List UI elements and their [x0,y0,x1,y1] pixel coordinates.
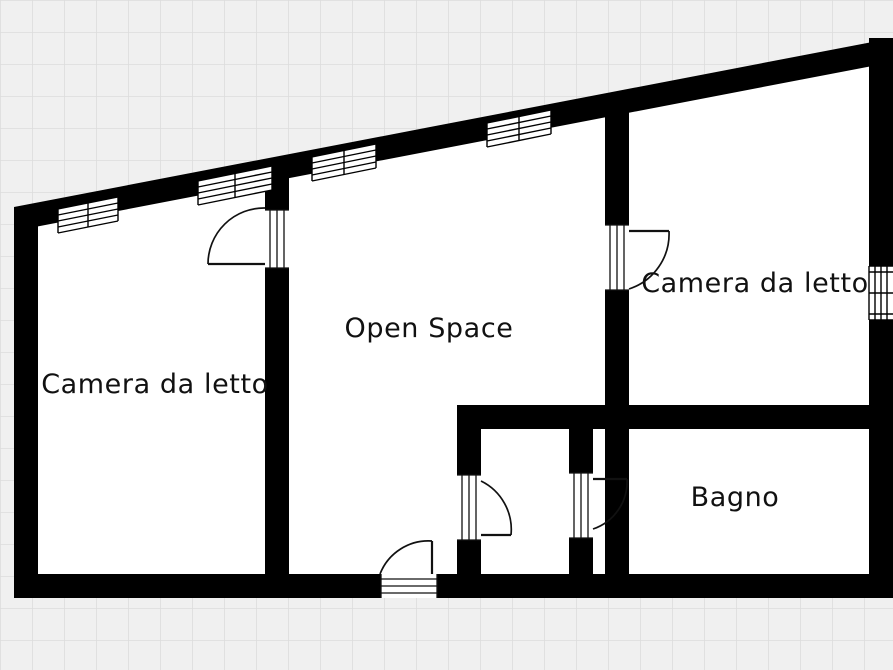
door-arc-camera-destra [628,230,670,290]
door-arc-camera-sinistra [207,207,266,265]
doors [207,207,670,598]
door-arc-disimpegno [480,480,513,536]
room-label-open-space: Open Space [345,313,514,344]
room-labels: Camera da letto Open Space Camera da let… [41,268,869,513]
wall-bottom-exterior [14,574,893,598]
wall-left-exterior [14,207,38,598]
door-arc-ingresso [379,540,433,575]
wall-interior-openspace-right [605,104,629,598]
door-openings [265,210,893,598]
door-bagno [569,472,628,539]
room-label-bagno: Bagno [691,482,780,513]
door-arc-bagno [592,478,628,530]
door-disimpegno [457,474,513,541]
door-camera-sinistra [207,207,289,269]
wall-interior-bedroom-bagno [457,405,893,429]
windows-slanted [57,109,552,234]
door-ingresso [379,540,438,598]
room-label-camera-destra: Camera da letto [641,268,869,299]
room-label-camera-sinistra: Camera da letto [41,369,269,400]
door-camera-destra [605,224,670,291]
window-right-wall [868,265,893,321]
